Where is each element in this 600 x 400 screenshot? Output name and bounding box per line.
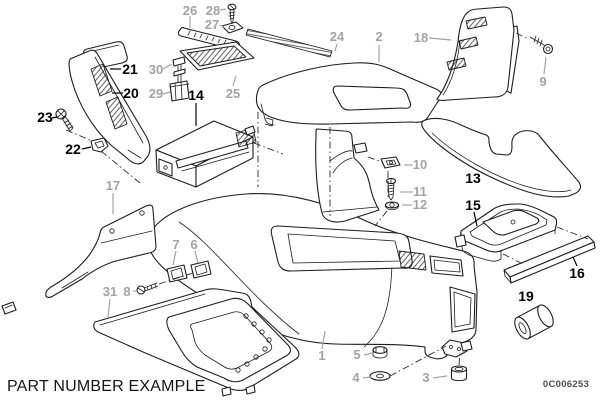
callout-23: 23: [37, 109, 53, 125]
callout-27: 27: [205, 17, 219, 32]
callout-11: 11: [413, 184, 427, 199]
part-12-nut: [384, 201, 400, 211]
callout-9: 9: [539, 74, 546, 89]
callout-leader-lines: [51, 8, 578, 379]
callout-19: 19: [518, 288, 534, 304]
callout-26: 26: [183, 3, 197, 18]
callout-17: 17: [106, 178, 120, 193]
callout-6: 6: [190, 237, 197, 252]
callout-31: 31: [103, 284, 117, 299]
part-3-cap: [450, 365, 468, 382]
callout-28: 28: [206, 3, 220, 18]
callout-5: 5: [353, 347, 360, 362]
callout-7: 7: [172, 237, 179, 252]
part-16-trim-rail: [503, 235, 596, 284]
part-28-screw: [227, 3, 237, 25]
callout-4: 4: [352, 370, 360, 385]
callout-20: 20: [123, 85, 139, 101]
part-14-armrest-box: [155, 120, 257, 188]
callout-25: 25: [226, 86, 240, 101]
callout-16: 16: [569, 265, 585, 281]
small-bracket-left-edge: [1, 301, 17, 315]
part-24-ribbed-strip: [245, 28, 333, 58]
callout-22: 22: [65, 141, 81, 157]
callout-21: 21: [122, 61, 138, 77]
drawing-code: 0C006253: [543, 379, 589, 390]
diagram-title: PART NUMBER EXAMPLE: [7, 378, 206, 395]
part-8-screw: [136, 282, 159, 295]
callout-29: 29: [149, 86, 163, 101]
callout-12: 12: [413, 197, 427, 212]
part-19-roller: [514, 304, 554, 340]
callout-3: 3: [422, 370, 429, 385]
part-5-nut: [372, 346, 388, 359]
callout-8: 8: [123, 284, 130, 299]
part-6-clip: [190, 260, 212, 279]
part-13-trim-strip: [421, 117, 581, 198]
part-10-clip: [380, 156, 401, 169]
callout-2: 2: [375, 29, 382, 44]
console-rear-wall: [315, 128, 380, 223]
part-23-screw: [55, 108, 74, 132]
callout-13: 13: [465, 170, 481, 186]
callout-18: 18: [414, 30, 428, 45]
callout-15: 15: [465, 197, 481, 213]
part-22-clip: [90, 137, 109, 153]
part-20-slotted-bracket: [68, 49, 151, 165]
part-7-clip: [166, 264, 188, 283]
callout-14: 14: [188, 87, 204, 103]
callout-10: 10: [413, 157, 427, 172]
part-27-nut: [221, 21, 244, 34]
part-9-screw: [529, 35, 554, 55]
part-25-frame: [179, 41, 255, 71]
part-4-washer: [369, 371, 391, 381]
callout-1: 1: [318, 348, 325, 363]
part-18-rear-panel: [436, 6, 520, 101]
part-29-expansion-nut: [169, 80, 190, 102]
part-15-ashtray: [454, 203, 558, 262]
part-2-cover-panel: [255, 62, 442, 127]
callout-24: 24: [330, 29, 345, 44]
part-17-side-panel: [45, 204, 157, 298]
callout-30: 30: [149, 62, 163, 77]
part-31-lower-tray: [93, 288, 300, 397]
callout-numbers: 1 2 3 4 5 6 7 8 9 10 11 12 13 14 15 16 1…: [37, 3, 585, 385]
assembly-dash-lines: [65, 32, 589, 377]
part-11-screw: [385, 177, 397, 201]
